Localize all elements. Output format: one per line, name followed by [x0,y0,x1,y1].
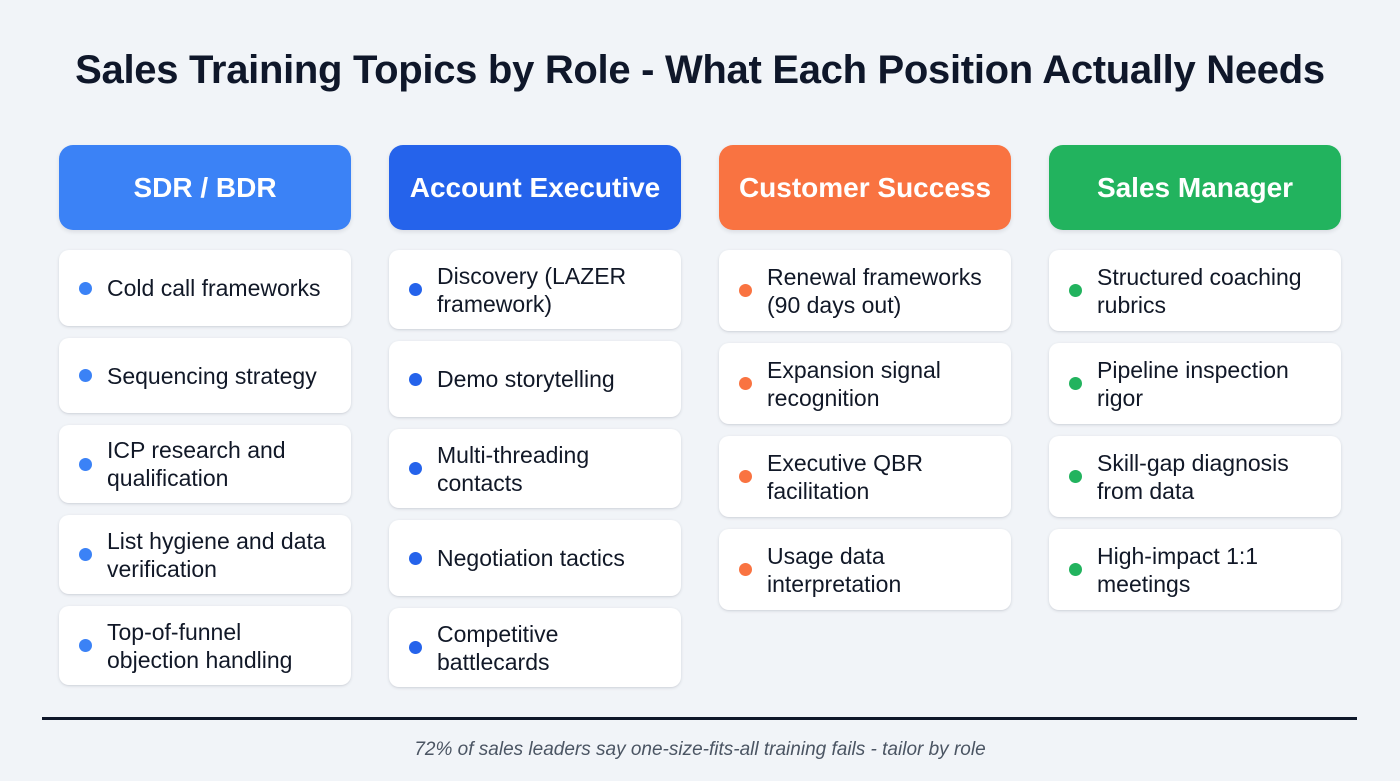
topic-label: Usage data interpretation [767,542,902,597]
topic-card: Skill-gap diagnosis from data [1049,436,1341,517]
column-header-label: Account Executive [409,171,661,203]
bullet-dot-icon [739,563,752,576]
bullet-dot-icon [739,377,752,390]
bullet-dot-icon [409,462,422,475]
column-sales-manager: Sales Manager Structured coaching rubric… [1049,145,1341,610]
topic-card: Renewal frameworks (90 days out) [719,250,1011,331]
footer-note: 72% of sales leaders say one-size-fits-a… [414,739,986,760]
topic-card: Structured coaching rubrics [1049,250,1341,331]
column-account-executive: Account Executive Discovery (LAZER frame… [389,145,681,687]
topic-list: Structured coaching rubrics Pipeline ins… [1049,250,1341,610]
bullet-dot-icon [409,641,422,654]
topic-label: Executive QBR facilitation [767,449,923,504]
bullet-dot-icon [1069,563,1082,576]
topic-card: Executive QBR facilitation [719,436,1011,517]
column-header: SDR / BDR [59,145,351,230]
topic-label: Expansion signal recognition [767,356,941,411]
bullet-dot-icon [409,372,422,386]
topic-card: Usage data interpretation [719,529,1011,610]
topic-card: Discovery (LAZER framework) [389,250,681,329]
topic-label: Skill-gap diagnosis from data [1097,449,1289,504]
bullet-dot-icon [1069,470,1082,483]
topic-label: Top-of-funnel objection handling [107,618,293,673]
bullet-dot-icon [79,548,92,561]
topic-label: Pipeline inspection rigor [1097,356,1289,411]
topic-card: Demo storytelling [389,341,681,417]
topic-card: Multi-threading contacts [389,429,681,508]
topic-label: Demo storytelling [437,366,615,392]
bullet-dot-icon [409,551,422,565]
bullet-dot-icon [739,470,752,483]
topic-label: List hygiene and data verification [107,527,326,582]
column-customer-success: Customer Success Renewal frameworks (90 … [719,145,1011,610]
column-header-label: SDR / BDR [133,171,277,203]
topic-card: Cold call frameworks [59,250,351,326]
bullet-dot-icon [79,369,92,382]
topic-list: Discovery (LAZER framework) Demo storyte… [389,250,681,687]
column-header-label: Customer Success [738,171,992,203]
topic-card: Top-of-funnel objection handling [59,606,351,685]
topic-card: Pipeline inspection rigor [1049,343,1341,424]
topic-label: ICP research and qualification [107,437,286,491]
topic-list: Renewal frameworks (90 days out) Expansi… [719,250,1011,610]
bullet-dot-icon [739,284,752,297]
topic-label: Cold call frameworks [107,275,321,301]
column-sdr-bdr: SDR / BDR Cold call frameworks Sequencin… [59,145,351,685]
column-header: Sales Manager [1049,145,1341,230]
bullet-dot-icon [1069,377,1082,390]
topic-label: Renewal frameworks (90 days out) [767,263,982,318]
topic-label: Competitive battlecards [437,620,559,675]
topic-card: Negotiation tactics [389,520,681,596]
topic-list: Cold call frameworks Sequencing strategy… [59,250,351,685]
topic-card: Competitive battlecards [389,608,681,687]
divider [42,717,1357,720]
bullet-dot-icon [409,283,422,296]
column-header: Customer Success [719,145,1011,230]
bullet-dot-icon [79,281,92,295]
topic-card: High-impact 1:1 meetings [1049,529,1341,610]
bullet-dot-icon [79,457,92,471]
topic-card: List hygiene and data verification [59,515,351,594]
topic-card: Sequencing strategy [59,338,351,413]
topic-label: Sequencing strategy [107,362,317,389]
topic-label: Discovery (LAZER framework) [437,262,627,317]
page-title: Sales Training Topics by Role - What Eac… [75,48,1325,92]
column-header-label: Sales Manager [1096,171,1294,203]
bullet-dot-icon [1069,284,1082,297]
topic-label: High-impact 1:1 meetings [1097,542,1259,597]
topic-label: Structured coaching rubrics [1097,263,1302,318]
topic-label: Negotiation tactics [437,545,625,571]
column-header: Account Executive [389,145,681,230]
topic-card: ICP research and qualification [59,425,351,503]
bullet-dot-icon [79,639,92,652]
topic-card: Expansion signal recognition [719,343,1011,424]
topic-label: Multi-threading contacts [437,441,590,496]
